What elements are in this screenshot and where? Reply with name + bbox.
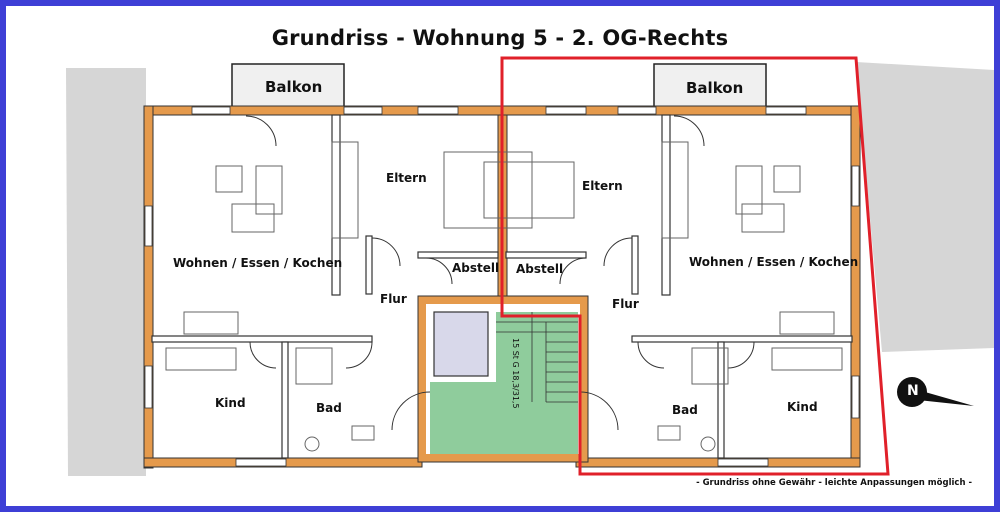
room-label-wohnen-right: Wohnen / Essen / Kochen <box>689 255 859 269</box>
apartment-highlight-outline <box>500 56 890 476</box>
room-label-balkon-left: Balkon <box>265 78 323 96</box>
room-label-balkon-right: Balkon <box>686 79 744 97</box>
furniture <box>165 141 843 452</box>
interior-walls <box>151 114 853 459</box>
door-swings <box>245 115 755 369</box>
stairs-label: 15 St G 18,3/31,5 <box>511 338 520 409</box>
room-label-bad-left: Bad <box>316 401 342 415</box>
room-label-flur-left: Flur <box>380 292 407 306</box>
balcony-left <box>231 63 345 111</box>
stairs-green <box>496 312 578 404</box>
elevator <box>433 311 489 377</box>
floorplan-drawing <box>66 56 994 476</box>
room-label-eltern-left: Eltern <box>386 171 427 185</box>
floorplan-frame: Grundriss - Wohnung 5 - 2. OG-Rechts Bal… <box>6 6 994 506</box>
neighbor-building-right <box>856 62 994 352</box>
neighbor-building-left <box>66 68 146 476</box>
compass-icon <box>897 377 974 407</box>
room-label-bad-right: Bad <box>672 403 698 417</box>
stairwell-door-swing-right <box>579 391 619 431</box>
room-label-wohnen-left: Wohnen / Essen / Kochen <box>173 256 343 270</box>
plan-title: Grundriss - Wohnung 5 - 2. OG-Rechts <box>271 26 729 50</box>
room-label-abstell-right: Abstell <box>516 262 564 276</box>
room-label-eltern-right: Eltern <box>582 179 623 193</box>
room-label-kind-right: Kind <box>787 400 818 414</box>
room-label-flur-right: Flur <box>612 297 639 311</box>
compass-letter: N <box>907 383 919 399</box>
room-label-kind-left: Kind <box>215 396 246 410</box>
disclaimer-footnote: - Grundriss ohne Gewähr - leichte Anpass… <box>696 478 972 488</box>
room-label-abstell-left: Abstell <box>452 261 500 275</box>
stairwell-door-swing <box>391 391 431 431</box>
stair-steps <box>496 312 578 403</box>
balcony-right <box>653 63 767 111</box>
